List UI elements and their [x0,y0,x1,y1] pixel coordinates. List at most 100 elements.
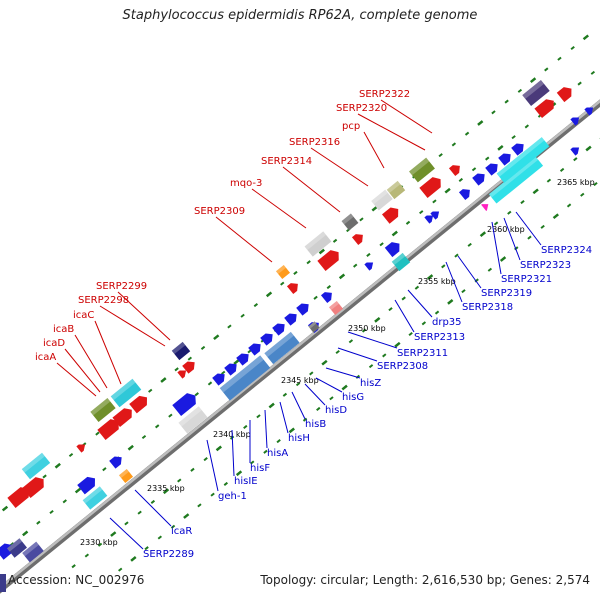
feature-fwd [76,444,86,453]
label-leader [337,347,378,362]
feature-rev [118,468,134,484]
feature-fwd-body [341,213,359,231]
gene-label-hisF: hisF [250,463,270,474]
feature-rev-body [264,331,300,365]
tick-mark [276,439,281,444]
feature-rev-body [320,292,332,304]
feature-fwd-highlight [171,341,186,355]
feature-fwd-highlight [110,378,136,401]
tick-mark [215,445,222,452]
tick-mark [454,253,459,258]
tick-mark [368,364,374,369]
tick-mark [221,370,226,375]
gene-label-geh-1: geh-1 [218,491,247,502]
tick-mark [118,567,123,572]
feature-rev [584,107,594,116]
gene-label-SERP2324: SERP2324 [541,245,592,256]
gene-label-SERP2289: SERP2289 [143,549,194,560]
feature-fwd-body [371,189,393,211]
feature-fwd-body [22,477,44,498]
feature-rev [212,373,225,386]
tick-mark [546,178,552,183]
gene-label-hisA: hisA [267,448,288,459]
gene-label-SERP2323: SERP2323 [520,260,571,271]
feature-fwd [110,378,142,408]
feature-fwd-body [182,361,195,374]
gene-label-SERP2320: SERP2320 [336,103,387,114]
gene-label-mqo-3: mqo-3 [230,178,262,189]
tick-mark [71,564,76,569]
tick-mark [359,217,364,222]
tick-mark [265,291,273,298]
feature-rev [458,189,470,201]
feature-fwd-body [304,231,332,257]
tick-mark [353,263,358,268]
feature-rev [496,137,550,183]
gene-label-hisB: hisB [305,419,326,430]
feature-fwd-highlight [21,452,45,473]
tick-mark [401,296,406,301]
feature-fwd-body [110,378,142,408]
tick-mark [174,367,179,372]
feature-rev [391,252,411,272]
kbp-tick-label: 2365 kbp [557,178,595,187]
tick-mark [318,248,325,255]
gene-label-SERP2321: SERP2321 [501,274,552,285]
tick-mark [321,359,328,366]
tick-mark [479,231,487,238]
feature-rev-body [364,262,374,271]
map-title: Staphylococcus epidermidis RP62A, comple… [122,8,478,23]
tick-mark [102,467,107,472]
tick-mark [127,444,134,451]
feature-fwd [171,341,191,361]
feature-fwd [275,264,291,280]
feature-rev-body [430,211,440,220]
tick-mark [207,381,213,386]
feature-rev-body [77,476,95,495]
tick-mark [177,478,182,483]
feature-fwd [90,398,116,422]
label-leader [291,391,306,420]
tick-mark [361,328,367,333]
feature-rev-highlight [264,331,294,358]
feature-fwd-body [177,370,187,379]
tick-mark [148,388,153,393]
feature-fwd-body [76,444,86,453]
tick-mark [573,157,578,162]
feature-fwd-body [21,452,51,480]
feature-rev [485,163,498,176]
tick-mark [170,524,176,529]
feature-rev-body [260,333,273,346]
feature-rev [219,355,271,401]
feature-fwd-body [286,283,298,295]
gene-label-SERP2298: SERP2298 [78,295,129,306]
tick-mark [97,542,103,547]
tick-mark [223,481,229,486]
feature-fwd-body [112,408,132,427]
gene-label-icaC: icaC [73,310,94,321]
kbp-tick-label: 2335 kbp [147,484,185,493]
tick-mark [507,210,512,215]
feature-rev-body [109,456,122,469]
tick-mark [22,530,29,537]
feature-fwd-highlight [304,231,327,251]
gene-label-SERP2309: SERP2309 [194,206,245,217]
tick-mark [471,167,477,172]
feature-rev [511,143,524,156]
tick-mark [438,153,443,158]
feature-rev [272,323,285,336]
tick-mark [168,413,173,418]
tick-mark [577,81,582,86]
label-leader [310,147,369,187]
label-leader [279,401,289,434]
tick-mark [130,556,137,562]
tick-mark [157,535,163,540]
gene-label-SERP2314: SERP2314 [261,156,312,167]
topology-text: Topology: circular; Length: 2,616,530 bp… [260,573,590,587]
feature-fwd-highlight [386,180,401,194]
tick-mark [313,295,318,300]
tick-mark [557,56,562,61]
tick-mark [552,213,559,220]
tick-mark [434,310,440,315]
tick-mark [187,356,193,361]
